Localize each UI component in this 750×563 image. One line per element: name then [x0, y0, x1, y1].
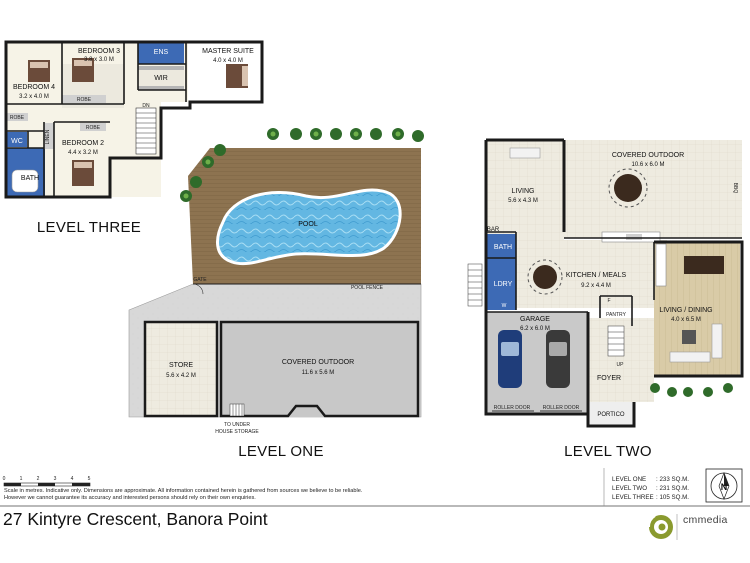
size-living-dining: 4.0 x 6.5 M	[671, 317, 701, 323]
label-covered-outdoor-l2: COVERED OUTDOOR	[612, 152, 684, 159]
label-robe-1: ROBE	[77, 97, 92, 103]
scale-tick-4: 4	[71, 476, 74, 482]
size-store: 5.6 x 4.2 M	[166, 373, 196, 379]
covered-outdoor-l2	[564, 140, 742, 238]
store-room	[143, 320, 219, 418]
scale-tick-3: 3	[54, 476, 57, 482]
area-level-one-label: LEVEL ONE	[612, 476, 647, 483]
label-gate: GATE	[193, 277, 207, 283]
label-wir: WIR	[154, 75, 168, 82]
label-living-l2: LIVING	[512, 188, 535, 195]
covered-outdoor-l1	[221, 322, 418, 416]
label-roller-door-1: ROLLER DOOR	[494, 405, 531, 411]
area-level-two: LEVEL TWO : 231 SQ.M.	[612, 485, 689, 492]
label-robe-2: ROBE	[86, 125, 101, 131]
size-garage: 6.2 x 6.0 M	[520, 326, 550, 332]
size-bedroom-2: 4.4 x 3.2 M	[68, 150, 98, 156]
area-level-two-label: LEVEL TWO	[612, 485, 648, 492]
size-living-l2: 5.6 x 4.3 M	[508, 198, 538, 204]
label-store: STORE	[169, 362, 193, 369]
label-house-storage: HOUSE STORAGE	[215, 429, 259, 435]
size-bedroom-4: 3.2 x 4.0 M	[19, 94, 49, 100]
level-two-heading: LEVEL TWO	[564, 443, 652, 460]
label-bedroom-2: BEDROOM 2	[62, 140, 104, 147]
label-pantry: PANTRY	[606, 312, 626, 318]
size-master-suite: 4.0 x 4.0 M	[213, 58, 243, 64]
label-bar: BAR	[487, 227, 500, 233]
cmmedia-logo-icon	[648, 514, 678, 540]
level-three-plan	[4, 40, 264, 199]
scale-bar: 0 1 2 3 4 5	[3, 476, 91, 487]
laundry-room	[486, 258, 516, 310]
label-fridge: F	[607, 298, 610, 304]
label-w: W	[502, 303, 507, 309]
label-robe-3: ROBE	[10, 115, 25, 121]
size-kitchen-meals: 9.2 x 4.4 M	[581, 283, 611, 289]
scale-tick-5: 5	[88, 476, 91, 482]
area-level-three: LEVEL THREE: 105 SQ.M.	[612, 494, 689, 501]
level-one-heading: LEVEL ONE	[238, 443, 324, 460]
scale-tick-2: 2	[37, 476, 40, 482]
level-three-heading: LEVEL THREE	[37, 219, 141, 236]
scale-tick-1: 1	[20, 476, 23, 482]
label-bath-l3: BATH	[21, 175, 39, 182]
label-living-dining: LIVING / DINING	[659, 307, 712, 314]
area-level-one: LEVEL ONE : 233 SQ.M.	[612, 476, 689, 483]
level-two-plan	[467, 138, 744, 428]
label-linen: LINEN	[45, 129, 51, 144]
label-wc: WC	[11, 138, 23, 145]
label-bedroom-3: BEDROOM 3	[78, 48, 120, 55]
area-level-one-value: : 233 SQ.M.	[656, 476, 690, 483]
label-to-under: TO UNDER	[224, 422, 250, 428]
label-up: UP	[617, 362, 625, 368]
portico	[588, 402, 634, 426]
label-pool-fence: POOL FENCE	[351, 285, 384, 291]
label-laundry: LDRY	[494, 281, 513, 288]
label-foyer: FOYER	[597, 375, 621, 382]
label-covered-outdoor-l1: COVERED OUTDOOR	[282, 359, 354, 366]
label-bbq: BBQ	[732, 183, 738, 194]
label-pool: POOL	[298, 221, 318, 228]
area-level-three-label: LEVEL THREE	[612, 494, 654, 501]
label-ens: ENS	[154, 49, 169, 56]
area-level-three-value: : 105 SQ.M.	[656, 494, 690, 501]
label-dn: DN	[142, 103, 150, 109]
scale-tick-0: 0	[3, 476, 6, 482]
label-bath-l2: BATH	[494, 244, 512, 251]
area-level-two-value: : 231 SQ.M.	[656, 485, 690, 492]
size-covered-outdoor-l2: 10.6 x 6.0 M	[631, 162, 664, 168]
label-master-suite: MASTER SUITE	[202, 48, 254, 55]
property-address: 27 Kintyre Crescent, Banora Point	[3, 509, 268, 529]
ens-room	[138, 42, 184, 64]
label-portico: PORTICO	[597, 412, 625, 418]
level-one-plan	[128, 128, 424, 418]
wc-room	[7, 132, 27, 147]
compass-letter: N	[721, 482, 728, 492]
size-bedroom-3: 3.8 x 3.0 M	[84, 57, 114, 63]
label-garage: GARAGE	[520, 316, 550, 323]
label-kitchen-meals: KITCHEN / MEALS	[566, 272, 627, 279]
label-bedroom-4: BEDROOM 4	[13, 84, 55, 91]
label-roller-door-2: ROLLER DOOR	[543, 405, 580, 411]
pool	[216, 188, 402, 266]
garage-cars	[498, 330, 570, 388]
size-covered-outdoor-l1: 11.6 x 5.6 M	[302, 370, 335, 376]
bath-room-l2	[486, 234, 516, 258]
compass-icon: N	[705, 468, 743, 503]
brand-name: cmmedia	[683, 514, 728, 526]
disclaimer-text: Scale in metres. Indicative only. Dimens…	[4, 488, 363, 502]
